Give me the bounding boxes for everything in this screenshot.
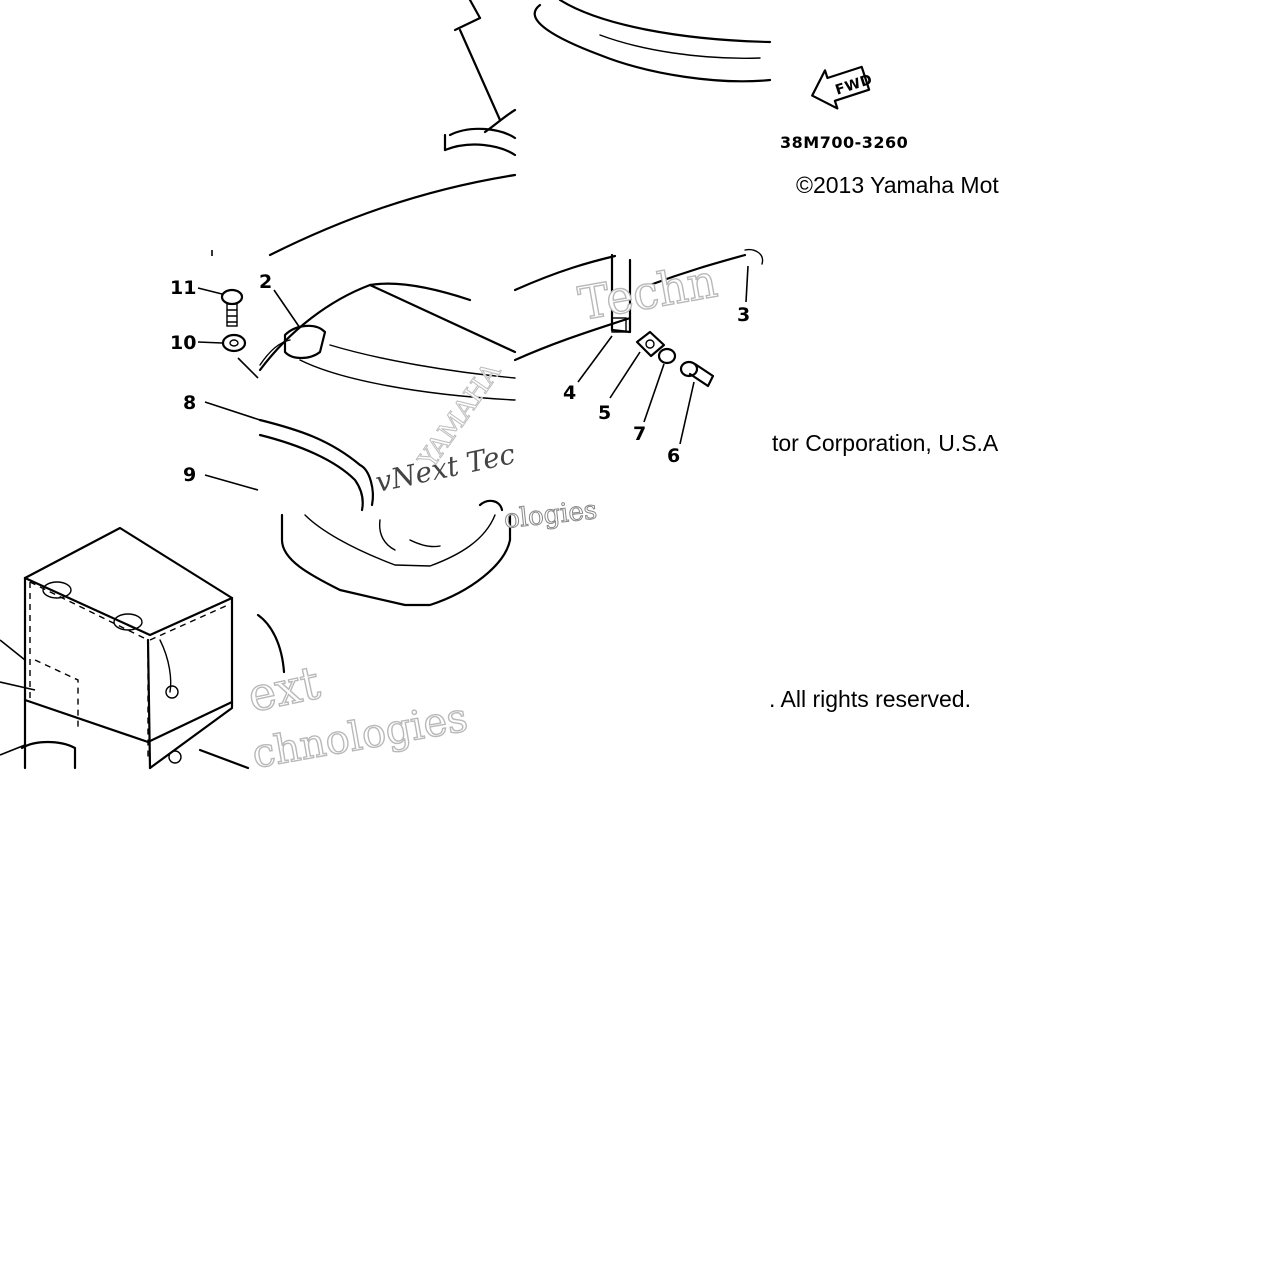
watermark-fragment-ologies: ologies bbox=[503, 495, 599, 535]
callout-9: 9 bbox=[183, 464, 196, 486]
callout-leaders bbox=[197, 250, 749, 491]
watermark-fragment-ext: ext bbox=[243, 655, 325, 723]
callout-3: 3 bbox=[737, 304, 750, 326]
seat-drawing bbox=[268, 0, 772, 257]
watermark-fragment-techn: Techn bbox=[575, 253, 722, 330]
tray-drawing bbox=[280, 499, 512, 607]
callout-2: 2 bbox=[259, 271, 272, 293]
callout-7: 7 bbox=[633, 423, 646, 445]
fwd-arrow-icon: FWD bbox=[811, 65, 875, 110]
callout-5: 5 bbox=[598, 402, 611, 424]
callout-6: 6 bbox=[667, 445, 680, 467]
callout-4: 4 bbox=[563, 382, 576, 404]
copyright-line-1: ©2013 Yamaha Mot bbox=[796, 172, 999, 198]
fastener-parts bbox=[220, 288, 715, 388]
copyright-line-2: tor Corporation, U.S.A bbox=[772, 430, 999, 456]
storage-box-drawing bbox=[0, 526, 286, 770]
callout-11: 11 bbox=[170, 277, 196, 299]
callout-10: 10 bbox=[170, 332, 196, 354]
callout-8: 8 bbox=[183, 392, 196, 414]
callout-numbers: 11 10 2 8 9 4 5 7 6 3 bbox=[170, 271, 750, 486]
part-code: 38M700-3260 bbox=[780, 133, 908, 152]
seat-cover-drawing bbox=[258, 248, 764, 512]
copyright-line-3: . All rights reserved. bbox=[769, 686, 971, 712]
